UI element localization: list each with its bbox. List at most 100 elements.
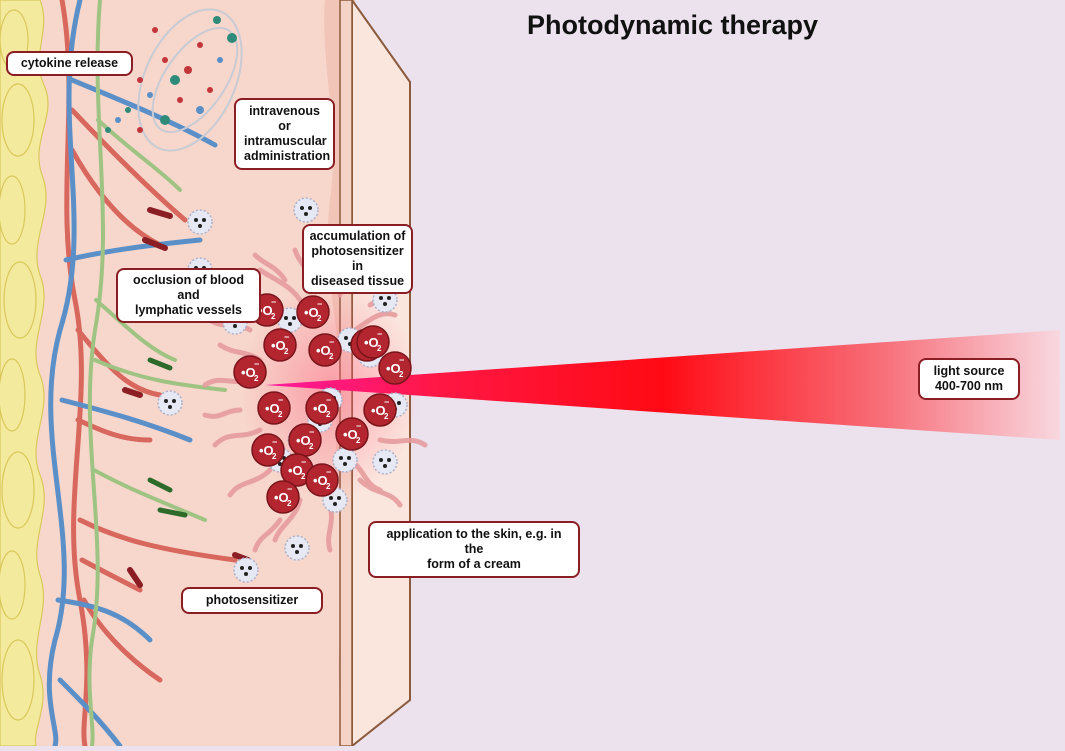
svg-text:2: 2: [384, 412, 389, 421]
svg-text:2: 2: [254, 374, 259, 383]
accumulation-label: accumulation of photosensitizer in disea…: [302, 224, 413, 294]
svg-text:−: −: [317, 299, 322, 309]
cell-tendril: [202, 407, 243, 419]
svg-text:•O: •O: [265, 401, 280, 416]
svg-text:•O: •O: [364, 335, 379, 350]
singlet-oxygen: •O2 −: [257, 391, 291, 425]
cell-tendril: [227, 467, 273, 498]
cell-tendril: [257, 267, 303, 303]
fat-cells: [0, 0, 49, 747]
administration-label: intravenous or intramuscular administrat…: [234, 98, 335, 170]
svg-text:−: −: [377, 329, 382, 339]
cytokine-release-label: cytokine release: [6, 51, 133, 76]
cell-tendril: [357, 477, 403, 508]
svg-text:•O: •O: [313, 401, 328, 416]
svg-text:−: −: [384, 397, 389, 407]
cell-tendril: [212, 427, 263, 448]
svg-text:•O: •O: [296, 433, 311, 448]
svg-text:2: 2: [329, 352, 334, 361]
svg-text:−: −: [254, 359, 259, 369]
application-label: application to the skin, e.g. in the for…: [368, 521, 580, 578]
singlet-oxygen: •O2 −: [305, 463, 339, 497]
lymph-occlusions: [147, 357, 188, 518]
singlet-oxygen: •O2 −: [335, 417, 369, 451]
cell-tendril: [272, 497, 303, 543]
singlet-oxygen: •O2 −: [233, 355, 267, 389]
singlet-oxygen: •O2 −: [266, 480, 300, 514]
photosensitizer-particle: [187, 209, 213, 235]
singlet-oxygen: •O2 −: [308, 333, 342, 367]
svg-text:−: −: [399, 355, 404, 365]
lymphatic-vessels: [87, 0, 227, 748]
cytokine-cloud: [105, 8, 243, 152]
svg-text:•O: •O: [386, 361, 401, 376]
svg-text:−: −: [271, 297, 276, 307]
svg-text:2: 2: [317, 314, 322, 323]
cell-tendril: [252, 252, 288, 283]
svg-text:−: −: [326, 395, 331, 405]
diagram-title: Photodynamic therapy: [526, 10, 819, 40]
svg-text:−: −: [329, 337, 334, 347]
svg-text:•O: •O: [274, 490, 289, 505]
light-beam: [265, 330, 1060, 440]
vessels: [46, 0, 251, 749]
cell-tendril: [252, 517, 283, 553]
dermis-tissue: [0, 0, 355, 746]
svg-text:2: 2: [287, 499, 292, 508]
svg-text:•O: •O: [313, 473, 328, 488]
svg-text:2: 2: [271, 312, 276, 321]
photosensitizer-particle: [332, 447, 358, 473]
singlet-oxygen: •O2 −: [363, 393, 397, 427]
svg-text:2: 2: [272, 452, 277, 461]
svg-text:2: 2: [309, 442, 314, 451]
cell-tendril: [352, 311, 398, 333]
svg-text:•O: •O: [316, 343, 331, 358]
singlet-oxygen: •O2 −: [378, 351, 412, 385]
singlet-oxygen: •O2 −: [251, 433, 285, 467]
singlet-oxygen: •O2 −: [296, 295, 330, 329]
singlet-oxygen: •O2 −: [263, 328, 297, 362]
veins: [46, 0, 218, 749]
photosensitizer-particle: [293, 197, 319, 223]
photosensitizer-particle: [157, 390, 183, 416]
svg-text:•O: •O: [343, 427, 358, 442]
svg-text:2: 2: [301, 472, 306, 481]
singlet-oxygen: •O2 −: [288, 423, 322, 457]
photosensitizer-label: photosensitizer: [181, 587, 323, 614]
singlet-oxygen: •O2 −: [305, 391, 339, 425]
cell-tendril: [377, 437, 428, 448]
photosensitizer-particle: [233, 557, 259, 583]
svg-text:•O: •O: [258, 303, 273, 318]
photosensitizer-particle: [284, 535, 310, 561]
svg-text:2: 2: [278, 410, 283, 419]
photosensitizer-particle: [372, 449, 398, 475]
svg-text:−: −: [287, 484, 292, 494]
svg-text:•O: •O: [304, 305, 319, 320]
singlet-oxygen-molecules: •O2−•O2−•O2−•O2−•O2−•O2−•O2−•O2−•O2−•O2−…: [233, 293, 412, 514]
svg-text:•O: •O: [371, 403, 386, 418]
svg-text:−: −: [284, 332, 289, 342]
svg-text:−: −: [309, 427, 314, 437]
svg-text:−: −: [278, 395, 283, 405]
svg-text:2: 2: [326, 410, 331, 419]
light-source-label: light source 400-700 nm: [918, 358, 1020, 400]
cell-tendril: [326, 502, 334, 553]
occlusion-label: occlusion of blood and lymphatic vessels: [116, 268, 261, 323]
svg-text:•O: •O: [259, 443, 274, 458]
svg-text:−: −: [326, 467, 331, 477]
svg-text:2: 2: [284, 347, 289, 356]
singlet-oxygen: •O2 −: [356, 325, 390, 359]
svg-text:−: −: [272, 437, 277, 447]
svg-text:2: 2: [326, 482, 331, 491]
svg-text:•O: •O: [271, 338, 286, 353]
svg-text:•O: •O: [241, 365, 256, 380]
svg-text:2: 2: [399, 370, 404, 379]
svg-text:2: 2: [377, 344, 382, 353]
svg-text:2: 2: [356, 436, 361, 445]
svg-text:•O: •O: [288, 463, 303, 478]
svg-text:−: −: [356, 421, 361, 431]
svg-text:−: −: [301, 457, 306, 467]
singlet-oxygen: •O2 −: [280, 453, 314, 487]
